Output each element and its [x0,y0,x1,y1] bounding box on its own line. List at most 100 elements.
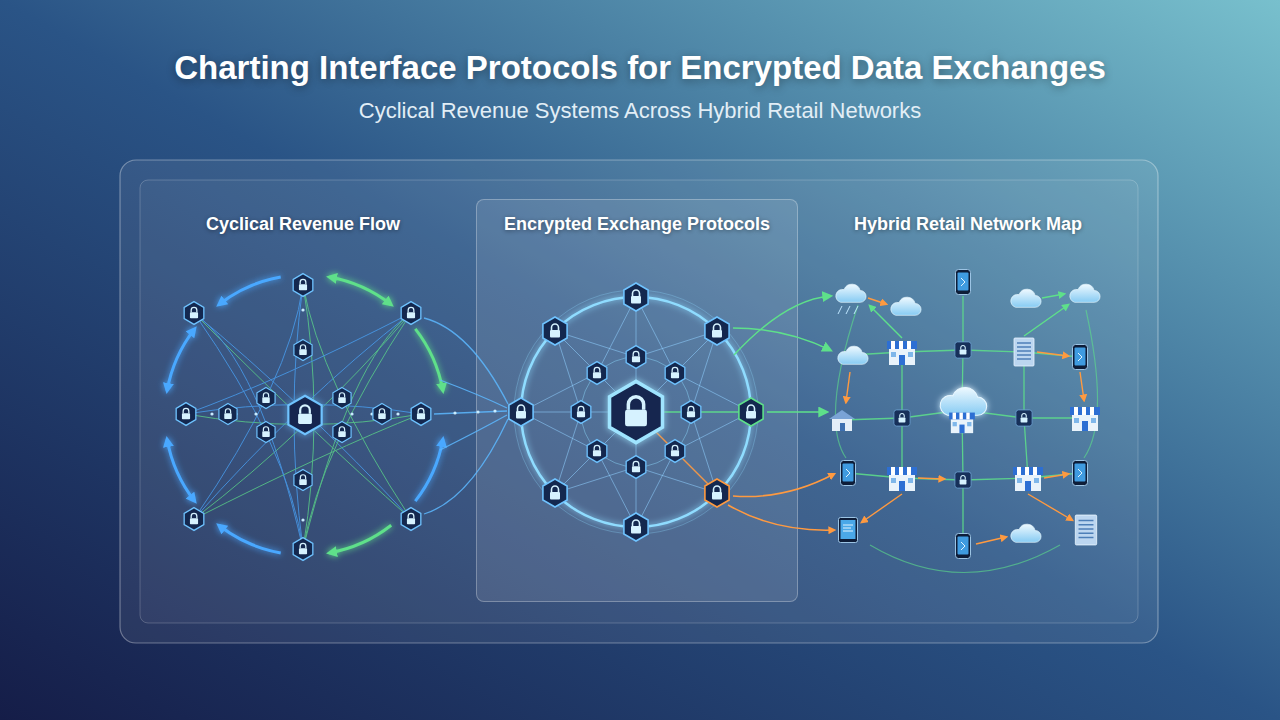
retail-network-graphic [887,467,917,491]
retail-network-graphic [940,387,986,415]
protocol-ring-graphic [521,297,751,527]
lock-hexagon [257,422,275,443]
light-dot [493,409,496,412]
retail-network-graphic [949,413,975,434]
lock-hexagon [294,340,312,361]
light-dot [476,410,479,413]
light-dot [453,409,496,414]
lock-hexagon [176,274,431,561]
flow-strand [303,313,411,549]
retail-network-graphic [838,306,858,314]
protocol-ring-graphic [705,317,729,345]
protocol-ring-graphic [587,440,607,463]
retail-network-graphic [976,537,1006,544]
flow-strand [194,313,411,519]
lock-hexagon [293,538,313,561]
protocol-ring-graphic [571,401,591,424]
flow-link [424,318,508,404]
inner-panel [140,180,1138,623]
flow-strand [194,313,303,549]
flow-strand [186,405,421,415]
retail-network-graphic [891,297,921,315]
retail-network-graphic [1073,461,1088,486]
flow-link [424,318,508,514]
retail-network-graphic [846,294,1084,544]
protocol-ring-graphic [739,398,763,426]
lock-hexagon [219,404,237,425]
protocol-ring-graphic [509,398,533,426]
retail-network-graphic [1024,305,1068,336]
flow-link [733,328,830,350]
flow-strand [303,285,411,519]
flow-link [767,411,826,413]
retail-network-graphic [1070,407,1100,431]
retail-network-graphic [918,478,944,479]
retail-network-graphic [841,461,856,486]
protocol-ring-graphic [514,290,758,534]
protocol-ring-graphic [665,440,685,463]
flow-strand [194,313,303,549]
retail-network-graphic [870,306,902,338]
lock-hexagon [294,470,312,491]
section-heading: Cyclical Revenue Flow [178,213,428,235]
light-dot [254,412,257,415]
retail-network-graphic [1075,515,1096,545]
retail-network-graphic [1013,467,1043,491]
retail-network-graphic [842,296,1085,546]
light-dot [210,412,213,415]
light-dot [396,412,399,415]
cycle-arrow [219,525,281,553]
flow-strand [186,313,411,414]
cycle-arrow [167,329,195,391]
retail-network-graphic [846,372,850,402]
flow-link [733,474,834,497]
retail-network-graphic [956,270,971,295]
flow-strand [303,285,314,549]
protocol-ring-graphic [581,357,691,467]
protocol-ring-graphic [509,283,763,541]
light-dot [350,412,353,415]
cycle-arrow [329,277,391,305]
protocol-ring-graphic [665,362,685,385]
retail-network-graphic [835,305,1097,573]
protocol-ring-graphic [610,381,663,442]
retail-network-graphic [829,410,855,431]
lock-hexagon [333,388,351,409]
retail-network-graphic [956,534,971,559]
light-dot [210,308,399,521]
protocol-ring-graphic [636,412,717,493]
retail-network-graphic [1016,410,1032,426]
cycle-arrow [415,329,443,391]
retail-network-graphic [1042,294,1064,298]
retail-network-graphic [1011,524,1041,542]
flow-link [728,296,834,530]
retail-network-graphic [1080,372,1084,400]
flow-strand [186,285,421,549]
protocol-ring-graphic [626,456,646,479]
light-dot [301,518,304,521]
lock-hexagon [411,403,431,426]
outer-panel [120,160,1158,643]
lock-hexagon [333,422,351,443]
protocol-ring-graphic [587,362,607,385]
light-dot [234,412,237,415]
retail-network-graphic [894,410,910,426]
flow-link [440,380,507,408]
lock-hexagon [176,403,196,426]
light-dot [301,308,304,311]
protocol-ring-graphic [681,401,701,424]
flow-strand [294,285,303,549]
diagram-title: Charting Interface Protocols for Encrypt… [20,48,1260,88]
protocol-ring-graphic [509,283,763,541]
subtitle: Cyclical Revenue Systems Across Hybrid R… [40,97,1240,125]
protocol-ring-graphic [624,283,648,311]
retail-network-graphic [1028,494,1072,520]
retail-network-graphic [1070,284,1100,302]
lock-hexagon [401,302,421,325]
cycle-arrow [329,525,391,553]
flow-strand [303,313,411,549]
retail-network-graphic [868,298,886,304]
lock-hexagon [257,388,275,409]
retail-network-graphic [1044,474,1068,478]
